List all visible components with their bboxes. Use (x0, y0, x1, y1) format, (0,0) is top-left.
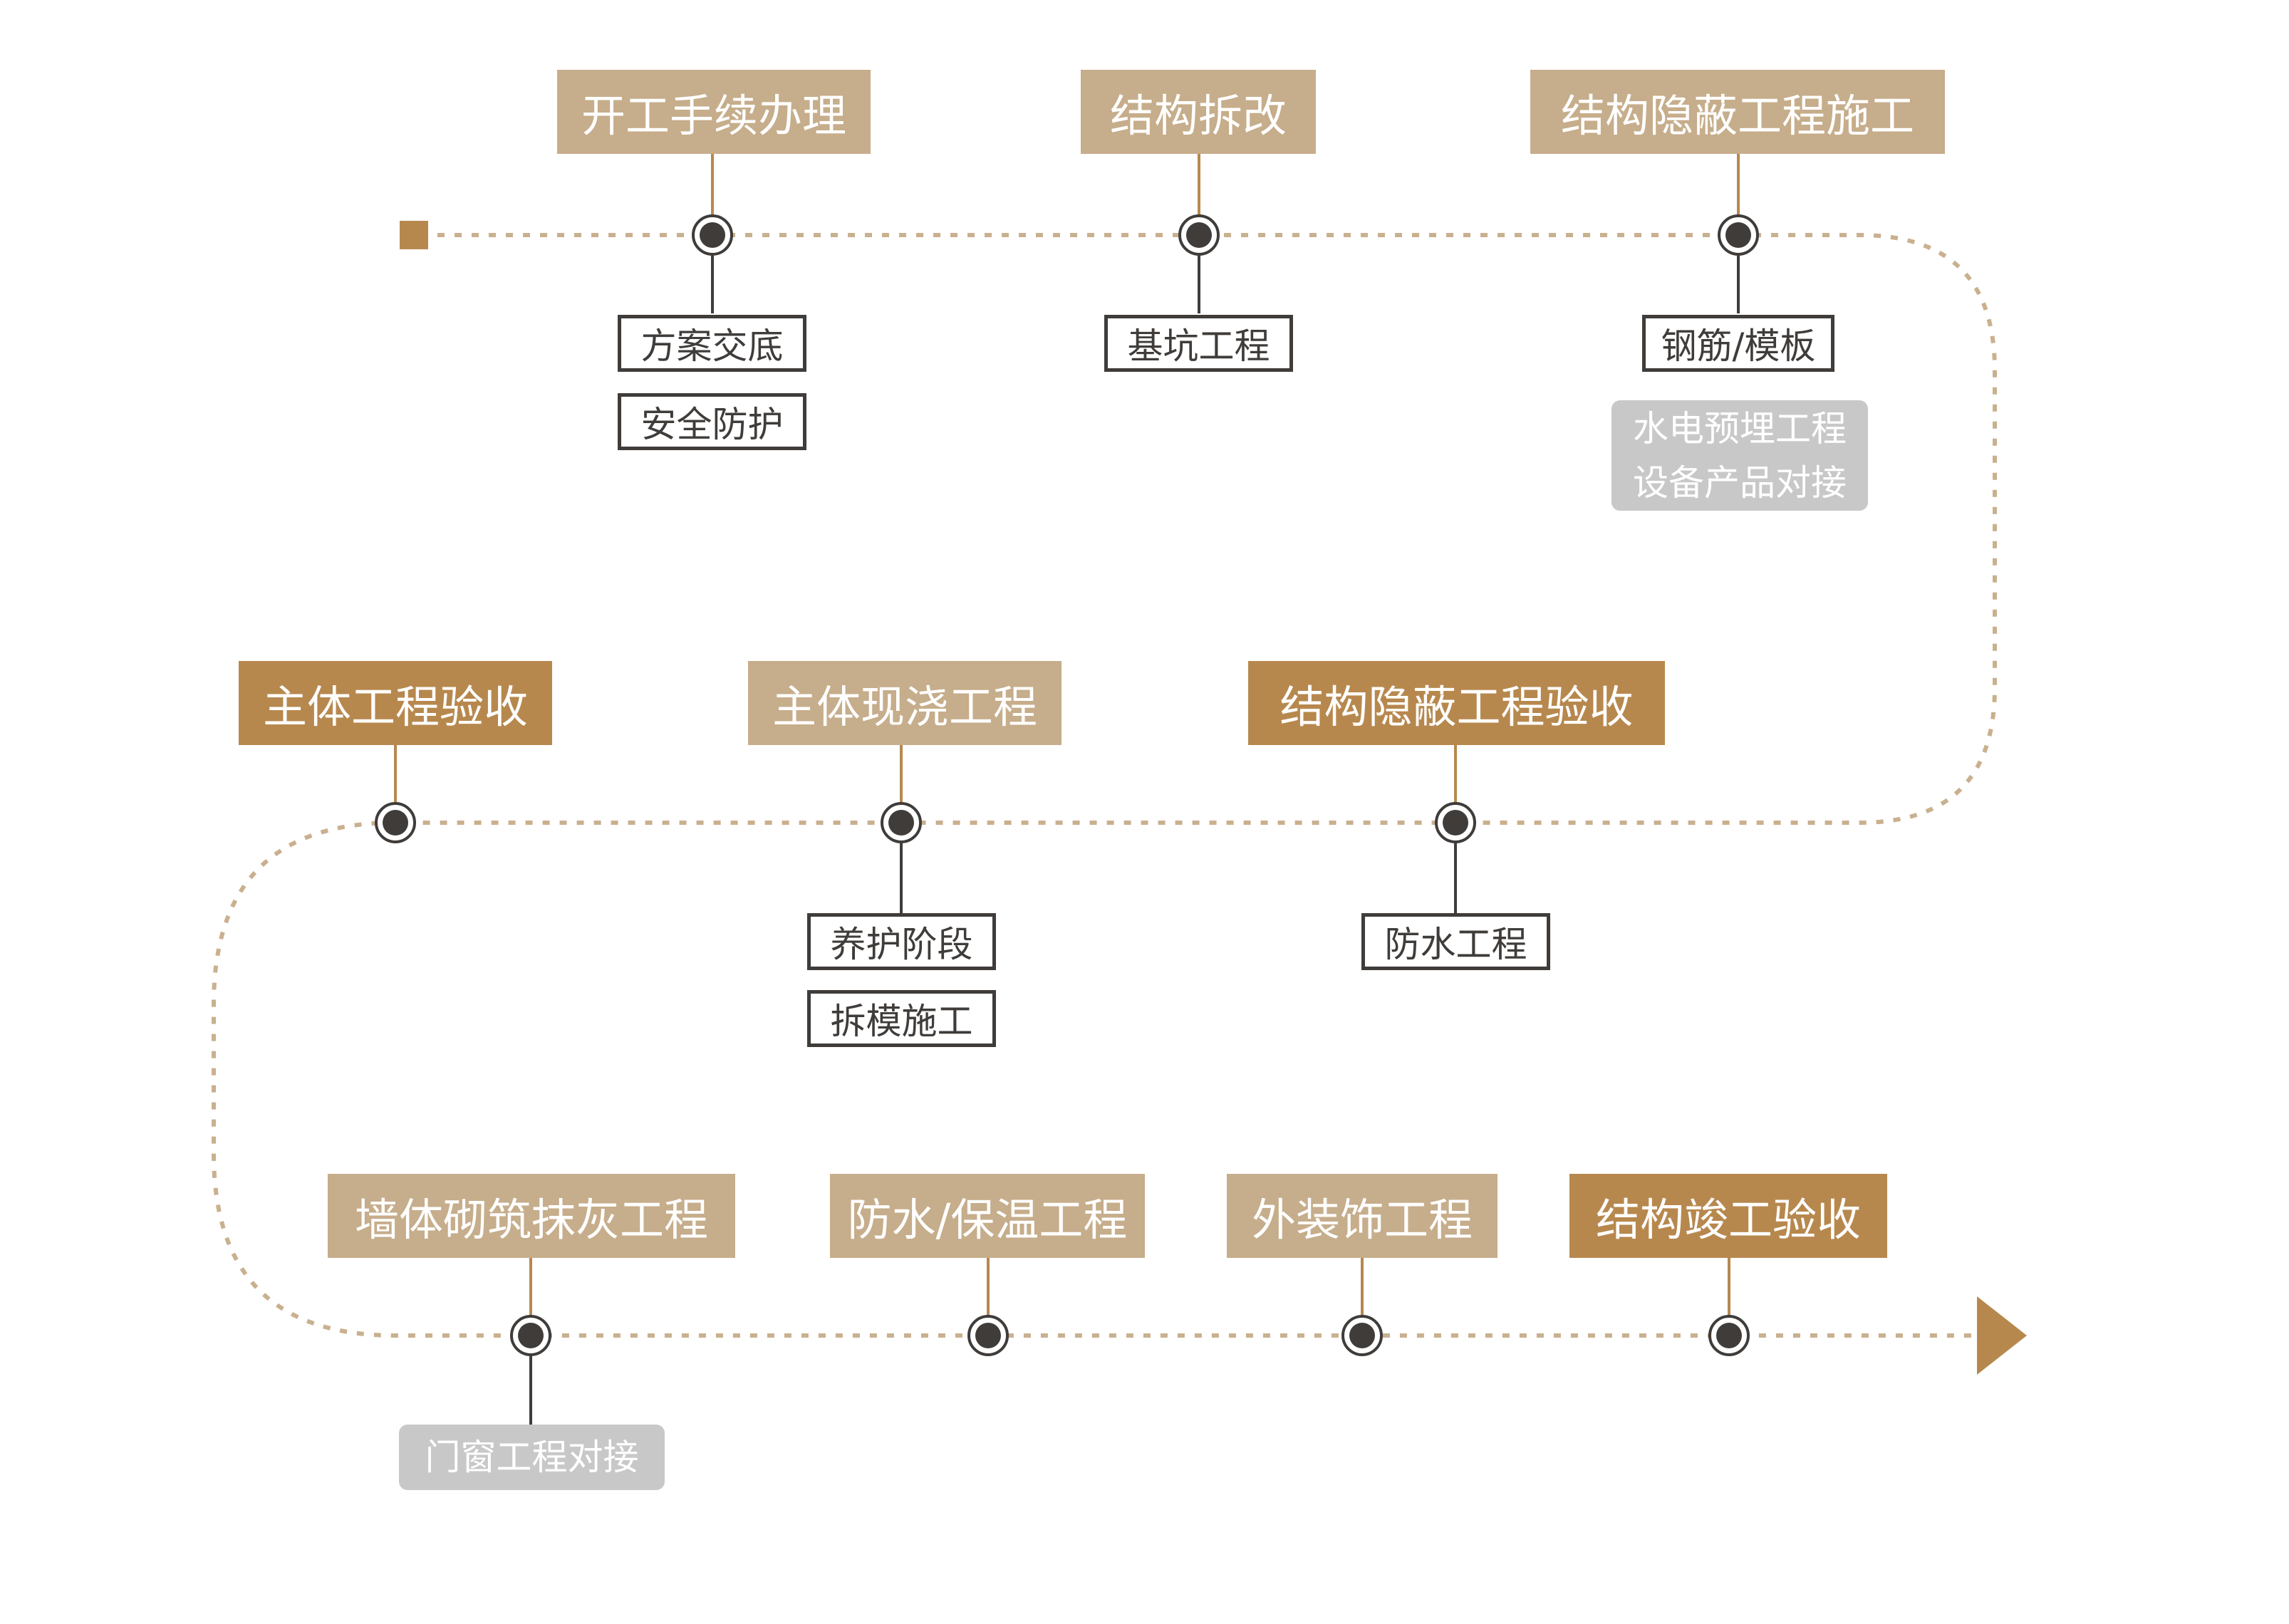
node-9 (1341, 1315, 1383, 1356)
sub-task-box: 防水工程 (1361, 913, 1550, 970)
node-3 (1718, 214, 1759, 256)
end-arrow-icon (1977, 1296, 2027, 1375)
start-marker (400, 221, 428, 249)
sub-task-box: 安全防护 (618, 393, 806, 450)
node-2 (1178, 214, 1220, 256)
node-6 (1435, 802, 1476, 843)
sub-task-box: 拆模施工 (807, 990, 996, 1047)
note-box: 水电预埋工程 设备产品对接 (1611, 400, 1868, 511)
stage-box: 防水/保温工程 (830, 1174, 1145, 1258)
stage-box: 主体工程验收 (239, 661, 552, 745)
node-8 (967, 1315, 1009, 1356)
stage-box: 结构拆改 (1081, 70, 1316, 154)
stage-box: 墙体砌筑抹灰工程 (328, 1174, 735, 1258)
stage-box: 结构隐蔽工程验收 (1248, 661, 1665, 745)
stage-box: 外装饰工程 (1227, 1174, 1498, 1258)
stage-box: 主体现浇工程 (748, 661, 1062, 745)
node-markers (375, 214, 1759, 1356)
stage-box: 结构竣工验收 (1569, 1174, 1887, 1258)
stage-box: 结构隐蔽工程施工 (1530, 70, 1945, 154)
dotted-flow-path (212, 233, 1997, 1338)
sub-task-box: 基坑工程 (1104, 315, 1293, 372)
node-4 (375, 802, 416, 843)
note-box: 门窗工程对接 (399, 1425, 665, 1490)
node-5 (881, 802, 922, 843)
node-10 (1708, 1315, 1750, 1356)
node-7 (510, 1315, 551, 1356)
note-line: 门窗工程对接 (425, 1437, 639, 1478)
stage-box: 开工手续办理 (557, 70, 871, 154)
sub-task-box: 钢筋/模板 (1642, 315, 1834, 372)
node-1 (692, 214, 733, 256)
note-line: 水电预埋工程 (1633, 407, 1847, 449)
sub-task-box: 方案交底 (618, 315, 806, 372)
sub-task-box: 养护阶段 (807, 913, 996, 970)
note-line: 设备产品对接 (1633, 462, 1847, 504)
